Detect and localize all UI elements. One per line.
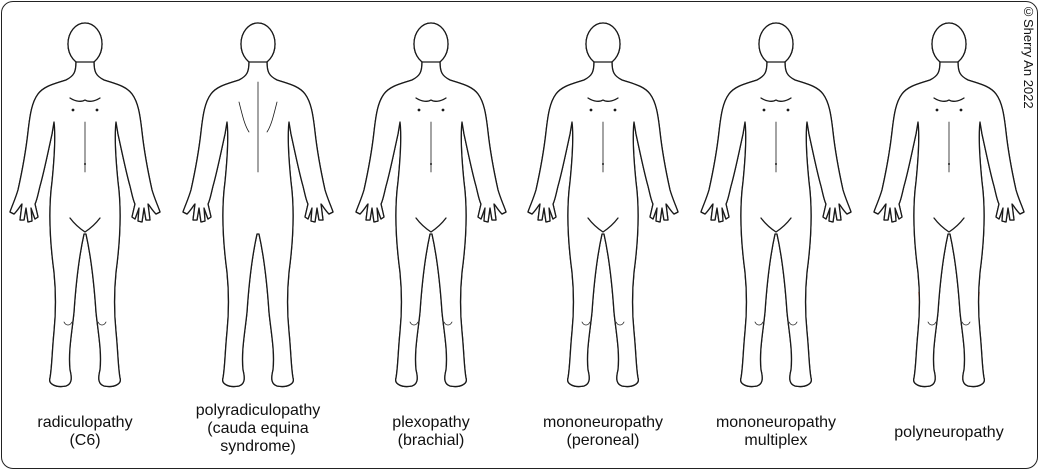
body-diagram-front — [701, 22, 851, 392]
figure-mononeuropathy-multiplex — [701, 22, 851, 392]
figure-polyradiculopathy — [183, 22, 333, 392]
figure-radiculopathy — [10, 22, 160, 392]
figure-mononeuropathy-peroneal — [528, 22, 678, 392]
body-diagram-front — [528, 22, 678, 392]
body-diagram-front — [356, 22, 506, 392]
label-mononeuropathy-multiplex: mononeuropathy multiplex — [691, 414, 861, 450]
label-radiculopathy: radiculopathy (C6) — [0, 414, 170, 450]
body-diagram-front — [10, 22, 160, 392]
label-polyneuropathy: polyneuropathy — [864, 424, 1034, 442]
body-diagram-back — [183, 22, 333, 392]
figure-polyneuropathy — [874, 22, 1024, 392]
figure-plexopathy — [356, 22, 506, 392]
label-polyradiculopathy: polyradiculopathy (cauda equina syndrome… — [173, 402, 343, 456]
label-mononeuropathy-peroneal: mononeuropathy (peroneal) — [518, 414, 688, 450]
body-diagram-front — [874, 22, 1024, 392]
label-plexopathy: plexopathy (brachial) — [346, 414, 516, 450]
